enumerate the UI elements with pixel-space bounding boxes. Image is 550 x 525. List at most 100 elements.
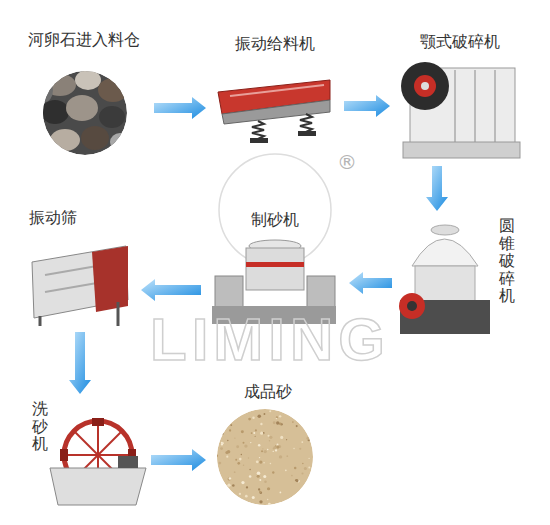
sand-picture [259,491,261,493]
sand-picture [301,499,303,501]
sand-picture [275,445,276,446]
screen-picture [117,302,120,326]
sand-picture [277,444,279,446]
sand-picture [227,483,230,486]
sand-picture [257,472,261,476]
sand-picture [234,438,235,439]
sand-picture [221,432,223,434]
sand-picture [249,475,252,478]
washer-picture [60,449,68,461]
sand-picture [243,464,245,466]
sand-picture [229,477,232,480]
watermark: LIMING [150,310,390,370]
sand-picture [293,448,294,449]
sand-picture [276,418,277,419]
sand-picture [252,416,254,418]
sand-picture [261,450,263,452]
sand-picture [244,444,247,447]
machine-label: 圆锥破碎机 [499,217,515,305]
sand-picture [291,475,293,477]
sand-picture [263,475,266,478]
sand-picture [230,424,232,426]
machine-label: 颚式破碎机 [394,32,526,51]
sand-picture [232,502,234,504]
cone-crusher-picture [431,225,459,235]
sand-picture [259,491,262,494]
pebbles-picture [66,95,98,121]
sand-picture [269,410,271,412]
sand-picture [241,481,244,484]
feeder-picture [300,114,312,132]
sand-maker-picture [307,276,335,308]
feeder-picture [250,138,268,143]
jaw-crusher-picture [454,70,456,142]
sand-picture [286,439,287,440]
sand-picture [239,493,241,495]
sand-picture [268,503,271,506]
sand-picture [258,488,260,490]
feeder-picture [298,131,316,136]
sand-picture [242,500,243,501]
jaw-crusher-picture [401,62,520,158]
sand-picture [273,451,274,452]
sand-picture [273,421,276,424]
sand-picture [267,499,268,500]
sand-picture [286,455,288,457]
sand-picture [259,461,260,462]
sand-picture [302,463,303,464]
sand-picture [275,449,277,451]
sand-picture [301,472,303,474]
sand-picture [259,457,260,458]
sand-picture [258,444,260,446]
cone-crusher-picture [415,266,475,302]
sand-picture [218,432,219,433]
sand-picture [219,483,223,487]
machine-node: 振动筛 [25,206,137,328]
sand-picture [308,484,311,487]
flow-arrow [154,97,206,119]
sand-picture [267,449,268,450]
sand-picture [216,408,313,506]
sand-picture [306,436,309,439]
sand-picture [279,409,280,410]
sand-picture [264,481,267,484]
sand-picture [295,502,298,505]
sand-picture [280,436,283,439]
sand-picture [232,484,235,487]
sand-picture [260,432,263,435]
feeder-picture [218,80,330,143]
trademark-mark: ® [337,152,357,172]
feeder-picture [222,100,330,124]
sand-maker-picture [246,262,304,267]
sand-picture [257,414,261,418]
jaw-crusher-picture [414,75,436,97]
sand-picture [279,415,281,417]
sand-picture [237,462,240,465]
pebbles-picture [81,126,109,150]
sand-picture [236,445,239,448]
sand-picture [304,467,307,470]
sand-picture [260,423,262,425]
sand-picture [218,437,221,440]
sand-picture [252,496,255,499]
machine-label: 振动筛 [29,208,77,227]
washer-picture [92,418,104,426]
sand-picture [248,411,249,412]
machine-node: 洗砂机 [25,398,147,508]
sand-picture [270,463,271,464]
sand-picture [216,455,218,457]
sand-picture [234,471,236,473]
machine-node: 颚式破碎机 [394,28,526,162]
sand-picture [255,429,257,431]
sand-picture [301,441,303,443]
sand-picture [228,409,231,412]
pebbles-picture [37,78,53,102]
feeder-picture [230,85,324,96]
sand-picture [308,458,309,459]
jaw-crusher-picture [494,70,496,142]
sand-picture [279,455,282,458]
sand-picture [223,424,224,425]
sand-picture [273,446,276,449]
sand-picture [251,432,253,434]
